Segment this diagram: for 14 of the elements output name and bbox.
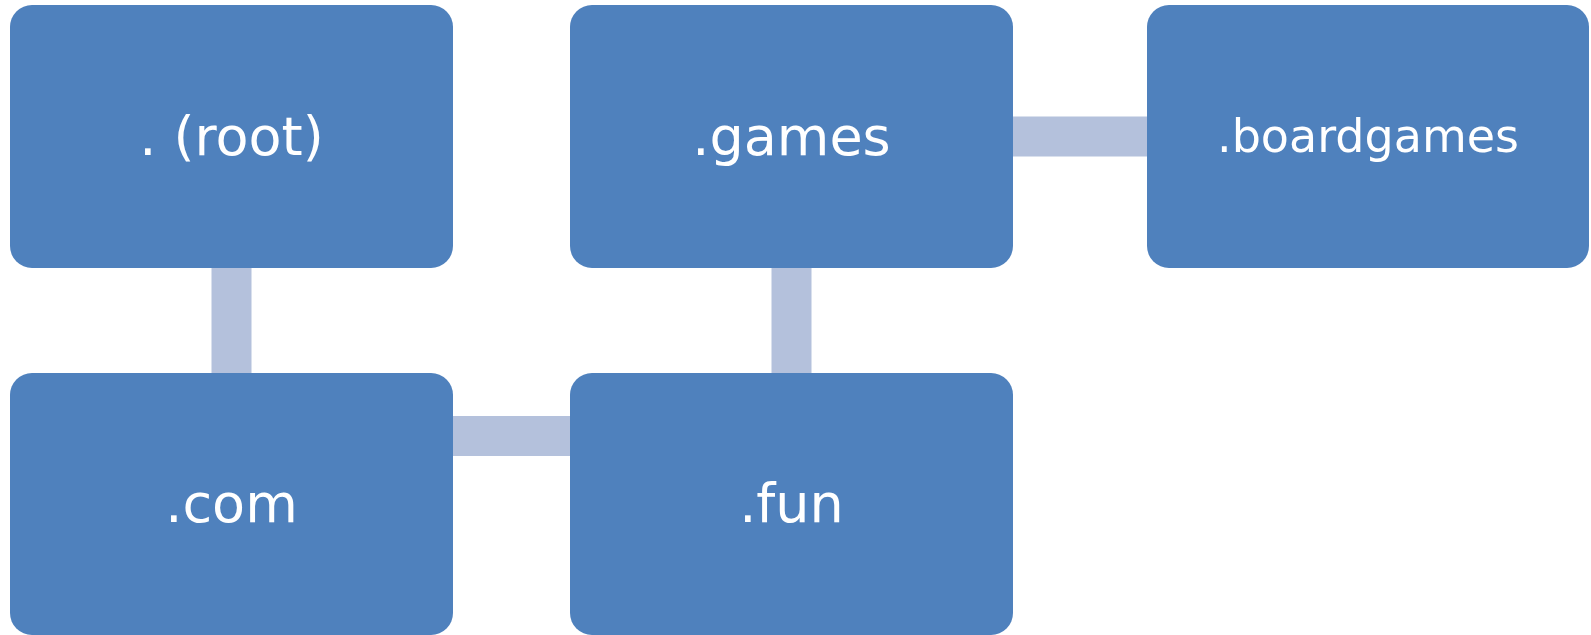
domain-box: [10, 373, 453, 635]
domain-box: [570, 373, 1013, 635]
connector-bar: [1013, 116, 1147, 157]
connector-bar: [453, 416, 570, 456]
domain-label: .games: [692, 103, 891, 170]
connector-bar: [211, 268, 252, 373]
connector-bar: [771, 268, 812, 373]
domain-box: [1147, 5, 1589, 268]
domain-box: [10, 5, 453, 268]
domain-label: .boardgames: [1217, 107, 1519, 165]
domain-label: .fun: [739, 471, 844, 538]
domain-box: [570, 5, 1013, 268]
domain-label: . (root): [139, 103, 324, 170]
domain-label: .com: [165, 471, 298, 538]
